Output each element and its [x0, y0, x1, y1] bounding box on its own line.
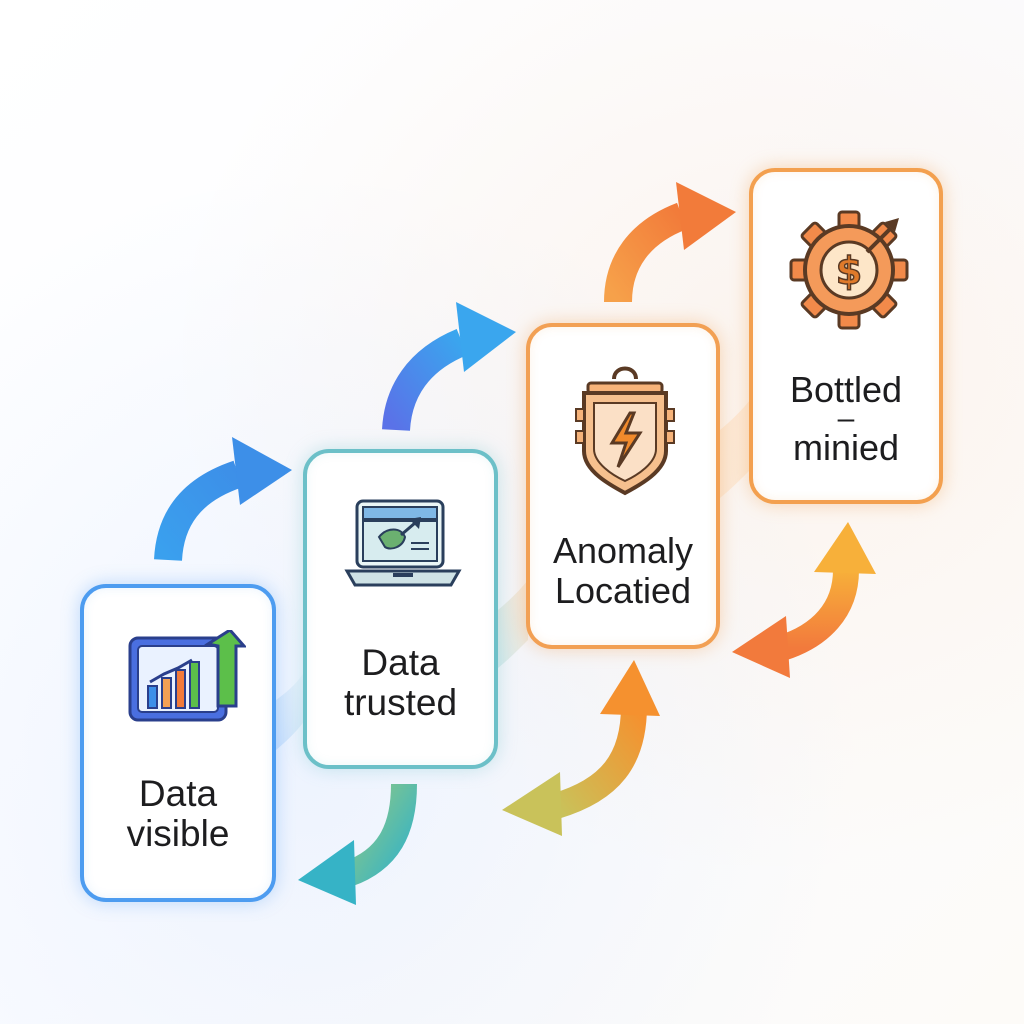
- step-label-line2: minied: [792, 427, 900, 468]
- svg-text:$: $: [836, 249, 862, 293]
- bar-chart-icon: [128, 630, 246, 722]
- arrow-step4-to-step3-return: [732, 522, 876, 678]
- step-label-line2: Locatied: [554, 570, 692, 611]
- step-label-line1: Anomaly: [552, 530, 694, 571]
- step-label: Data trusted: [307, 643, 494, 723]
- arrow-step1-to-step2: [154, 437, 292, 562]
- flow-ribbon-3: [720, 400, 750, 498]
- step-card-data-visible: Data visible: [80, 584, 276, 902]
- step-card-anomaly-located: Anomaly Locatied: [526, 323, 720, 649]
- arrow-step2-to-step3: [382, 302, 516, 432]
- step-label: Bottled – minied: [753, 370, 939, 468]
- step-label-line2: trusted: [343, 682, 458, 723]
- step-label-line1: Data: [138, 773, 218, 814]
- flow-ribbon-2: [498, 580, 528, 668]
- step-label: Anomaly Locatied: [530, 531, 716, 611]
- step-label-line2: visible: [126, 813, 230, 854]
- step-card-data-trusted: Data trusted: [303, 449, 498, 769]
- flow-ribbon-1: [276, 670, 305, 750]
- step-label-separator: –: [837, 402, 855, 435]
- arrow-step3-to-step2-return: [502, 660, 660, 836]
- step-label: Data visible: [84, 774, 272, 854]
- arrow-step2-to-step1-return: [298, 783, 417, 905]
- step-label-line1: Bottled: [789, 369, 903, 410]
- step-label-line1: Data: [361, 642, 440, 683]
- laptop-chart-icon: [344, 499, 462, 587]
- arrow-step3-to-step4: [604, 182, 736, 303]
- shield-lightning-icon: [575, 366, 675, 496]
- gear-dollar-icon: $: [789, 210, 909, 330]
- step-card-bottled: $ Bottled – minied: [749, 168, 943, 504]
